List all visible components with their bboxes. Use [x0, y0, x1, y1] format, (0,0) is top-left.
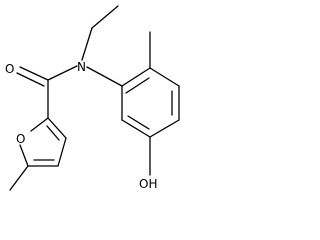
bond-carbonyl-o-a — [19, 66, 49, 81]
bond-n-ethyl-ch2 — [81, 27, 93, 61]
bond-benzene-c5-c6 — [121, 119, 151, 138]
hydroxyl-label: OH — [139, 177, 157, 191]
bond-furan-c3-c2 — [47, 117, 67, 139]
carbonyl-oxygen-label: O — [5, 62, 14, 76]
molecule-canvas: O N O OH — [5, 5, 180, 191]
bond-benzene-c1-c2 — [121, 67, 151, 87]
bond-furan-methyl — [9, 165, 29, 191]
bond-carbonyl-n — [47, 65, 78, 81]
bond-furan-o1-c5 — [19, 144, 29, 167]
bond-furan-c2-o1 — [30, 117, 49, 132]
bond-n-phenyl — [86, 66, 123, 87]
bond-benzene-c2-c3 — [149, 67, 180, 87]
bond-carbonyl-o-b — [16, 72, 45, 87]
amide-nitrogen-label: N — [77, 60, 86, 74]
bond-ethyl-ch2-ch3 — [91, 5, 119, 29]
bond-benzene-c5-c6-inner — [127, 115, 150, 130]
bond-benzene-c4-c5 — [149, 119, 180, 138]
furan-oxygen-label: O — [16, 132, 25, 146]
bond-benzene-c1-c2-inner — [125, 77, 150, 94]
bond-furan-c4-c3 — [57, 137, 67, 167]
bond-furan-c3-c2-inner — [46, 125, 60, 141]
molecule-structure: O N O OH — [5, 5, 180, 191]
